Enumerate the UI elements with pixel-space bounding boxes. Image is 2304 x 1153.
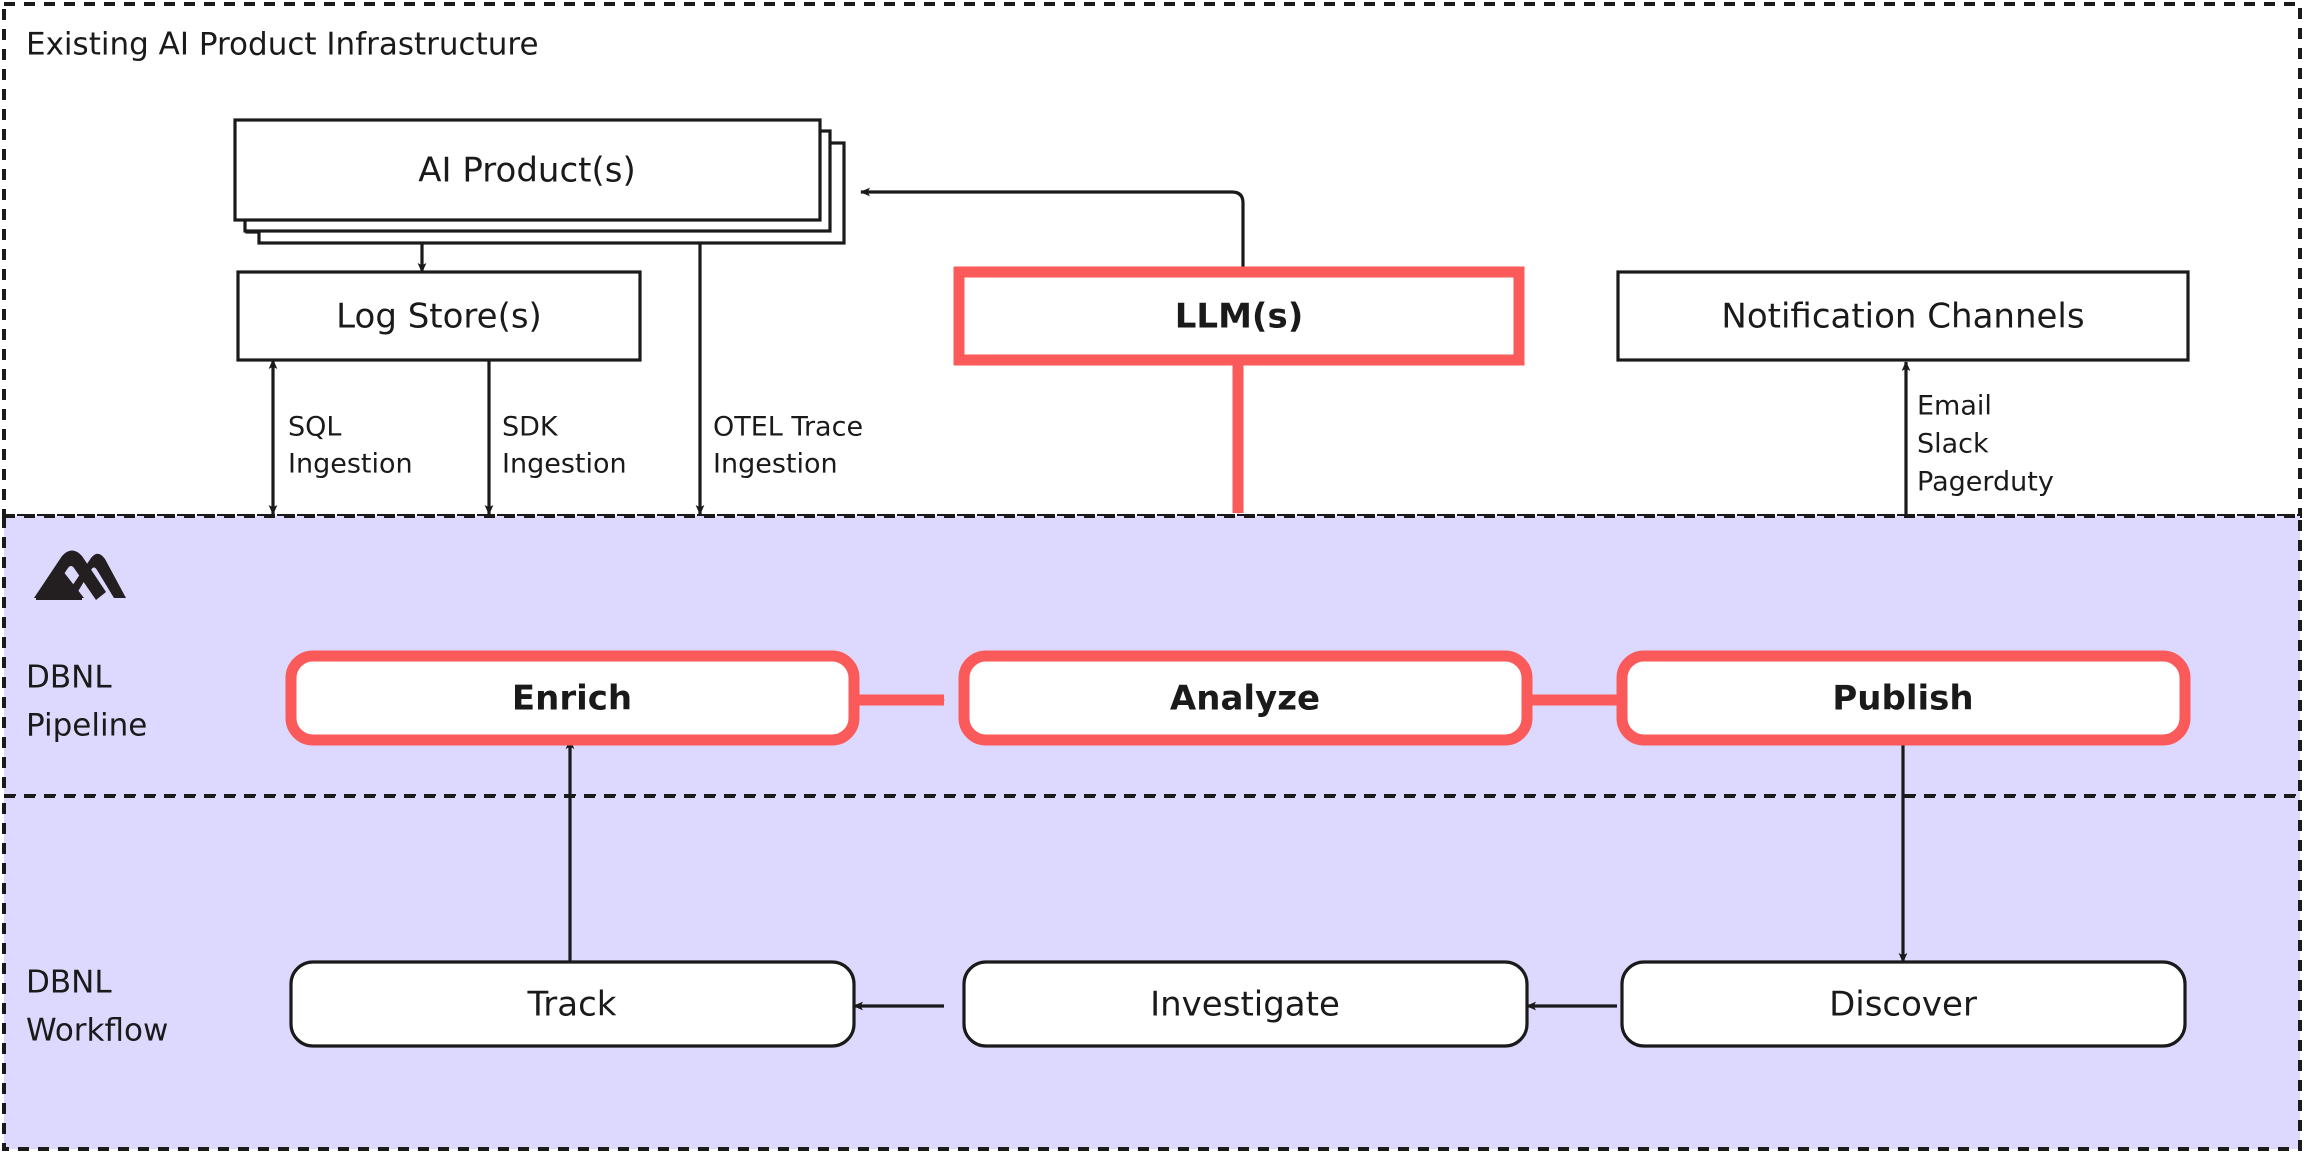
llms-box <box>953 266 1525 366</box>
publish-label: Publish <box>1832 679 1973 719</box>
node-log-stores[interactable]: Log Store(s) <box>236 270 642 362</box>
otel-ingestion-line2: Ingestion <box>713 449 838 480</box>
node-investigate[interactable]: Investigate <box>962 960 1529 1048</box>
log-stores-label: Log Store(s) <box>336 297 542 337</box>
discover-box <box>1620 960 2187 1048</box>
pipeline-label-line2: Pipeline <box>26 708 147 744</box>
zone-label-dbnl-pipeline: DBNL Pipeline <box>26 660 147 744</box>
notification-channels-box <box>1616 270 2190 362</box>
dbnl-mountain-logo-icon <box>34 550 126 600</box>
workflow-label-line1: DBNL <box>26 965 112 1001</box>
enrich-label: Enrich <box>512 679 632 719</box>
edge-label-sql-ingestion: SQL Ingestion <box>288 412 413 480</box>
node-track[interactable]: Track <box>289 960 856 1048</box>
node-discover[interactable]: Discover <box>1620 960 2187 1048</box>
llms-label: LLM(s) <box>1175 297 1303 337</box>
section-title-existing-infrastructure: Existing AI Product Infrastructure <box>26 27 539 63</box>
notification-channels-label: Notification Channels <box>1721 297 2084 337</box>
node-enrich[interactable]: Enrich <box>285 650 860 746</box>
sdk-ingestion-line2: Ingestion <box>502 449 627 480</box>
zone-existing-infrastructure <box>2 2 2302 518</box>
zone-label-dbnl-workflow: DBNL Workflow <box>26 965 168 1049</box>
log-stores-box <box>236 270 642 362</box>
investigate-box <box>962 960 1529 1048</box>
pipeline-label-line1: DBNL <box>26 660 112 696</box>
edge-llm-to-aiproduct <box>860 187 1245 272</box>
track-label: Track <box>527 985 617 1025</box>
notify-line1: Email <box>1917 391 1992 422</box>
node-analyze[interactable]: Analyze <box>958 650 1533 746</box>
sql-ingestion-line1: SQL <box>288 412 341 443</box>
ai-products-stack-front <box>233 118 822 222</box>
investigate-label: Investigate <box>1150 985 1340 1025</box>
publish-box <box>1616 650 2191 746</box>
edge-label-otel-ingestion: OTEL Trace Ingestion <box>713 412 863 480</box>
edge-label-notification: Email Slack Pagerduty <box>1917 391 2054 498</box>
notify-line2: Slack <box>1917 429 1989 460</box>
analyze-box <box>958 650 1533 746</box>
workflow-label-line2: Workflow <box>26 1013 168 1049</box>
edge-label-sdk-ingestion: SDK Ingestion <box>502 412 627 480</box>
enrich-box <box>285 650 860 746</box>
node-notification-channels[interactable]: Notification Channels <box>1616 270 2190 362</box>
analyze-label: Analyze <box>1170 679 1320 719</box>
node-llms[interactable]: LLM(s) <box>953 266 1525 366</box>
ai-products-label: AI Product(s) <box>418 151 635 191</box>
sdk-ingestion-line1: SDK <box>502 412 559 443</box>
discover-label: Discover <box>1829 985 1977 1025</box>
notify-line3: Pagerduty <box>1917 467 2054 498</box>
node-ai-products[interactable]: AI Product(s) <box>233 118 846 245</box>
node-publish[interactable]: Publish <box>1616 650 2191 746</box>
track-box <box>289 960 856 1048</box>
sql-ingestion-line2: Ingestion <box>288 449 413 480</box>
otel-ingestion-line1: OTEL Trace <box>713 412 863 443</box>
